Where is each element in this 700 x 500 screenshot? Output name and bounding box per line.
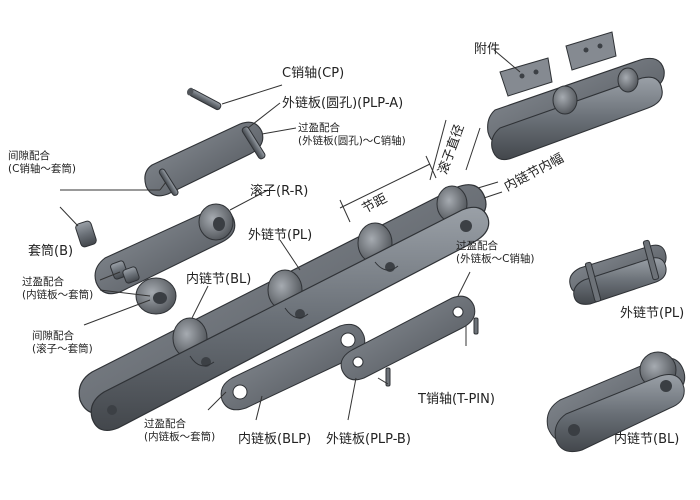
exploded-parts — [75, 87, 266, 315]
label-interference-inner-bush-line2: (内链板～套筒) — [22, 289, 94, 301]
label-interference-bottom-line1: 过盈配合 — [144, 418, 186, 430]
label-clearance-roller-bush: 间隙配合 (滚子～套筒) — [32, 330, 93, 356]
label-clearance-pin-bush-line1: 间隙配合 — [8, 150, 50, 162]
leader-lines — [59, 49, 521, 421]
label-clearance-roller-bush-line2: (滚子～套筒) — [32, 343, 93, 355]
label-interference-inner-bush: 过盈配合 (内链板～套筒) — [22, 276, 93, 302]
label-clearance-roller-bush-line1: 间隙配合 — [32, 330, 74, 342]
main-chain — [78, 184, 490, 431]
label-outer-link-right: 外链节(PL) — [620, 306, 685, 321]
label-inner-link-right: 内链节(BL) — [614, 432, 680, 447]
label-interference-outer-cpin-line2: (外链板～C销轴) — [456, 253, 535, 265]
attachment-chain — [487, 31, 665, 161]
label-interference-bottom-line2: (内链板～套筒) — [144, 431, 216, 443]
label-interference-inner-bush-line1: 过盈配合 — [22, 276, 64, 288]
label-bush: 套筒(B) — [28, 244, 74, 259]
label-interference-bottom: 过盈配合 (内链板～套筒) — [144, 418, 215, 444]
label-interference-outer-c-line2: (外链板(圆孔)～C销轴) — [298, 135, 406, 147]
label-t-pin: T销轴(T-PIN) — [418, 392, 495, 407]
inner-link-right — [546, 351, 686, 453]
label-interference-outer-c-line1: 过盈配合 — [298, 122, 340, 134]
label-interference-outer-c: 过盈配合 (外链板(圆孔)～C销轴) — [298, 122, 406, 148]
label-attachment: 附件 — [474, 42, 501, 57]
label-interference-outer-cpin: 过盈配合 (外链板～C销轴) — [456, 240, 535, 266]
label-inner-plate: 内链板(BLP) — [238, 432, 312, 447]
label-roller: 滚子(R-R) — [250, 184, 309, 199]
label-inner-link: 内链节(BL) — [186, 272, 252, 287]
label-outer-link: 外链节(PL) — [248, 228, 313, 243]
label-outer-plate: 外链板(PLP-B) — [326, 432, 411, 447]
label-outer-plate-round: 外链板(圆孔)(PLP-A) — [282, 96, 404, 111]
label-clearance-pin-bush-line2: (C销轴～套筒) — [8, 163, 77, 175]
loose-plates — [220, 295, 479, 411]
label-interference-outer-cpin-line1: 过盈配合 — [456, 240, 498, 252]
label-c-pin: C销轴(CP) — [282, 66, 345, 81]
outer-link-right — [569, 239, 667, 305]
label-clearance-pin-bush: 间隙配合 (C销轴～套筒) — [8, 150, 76, 176]
